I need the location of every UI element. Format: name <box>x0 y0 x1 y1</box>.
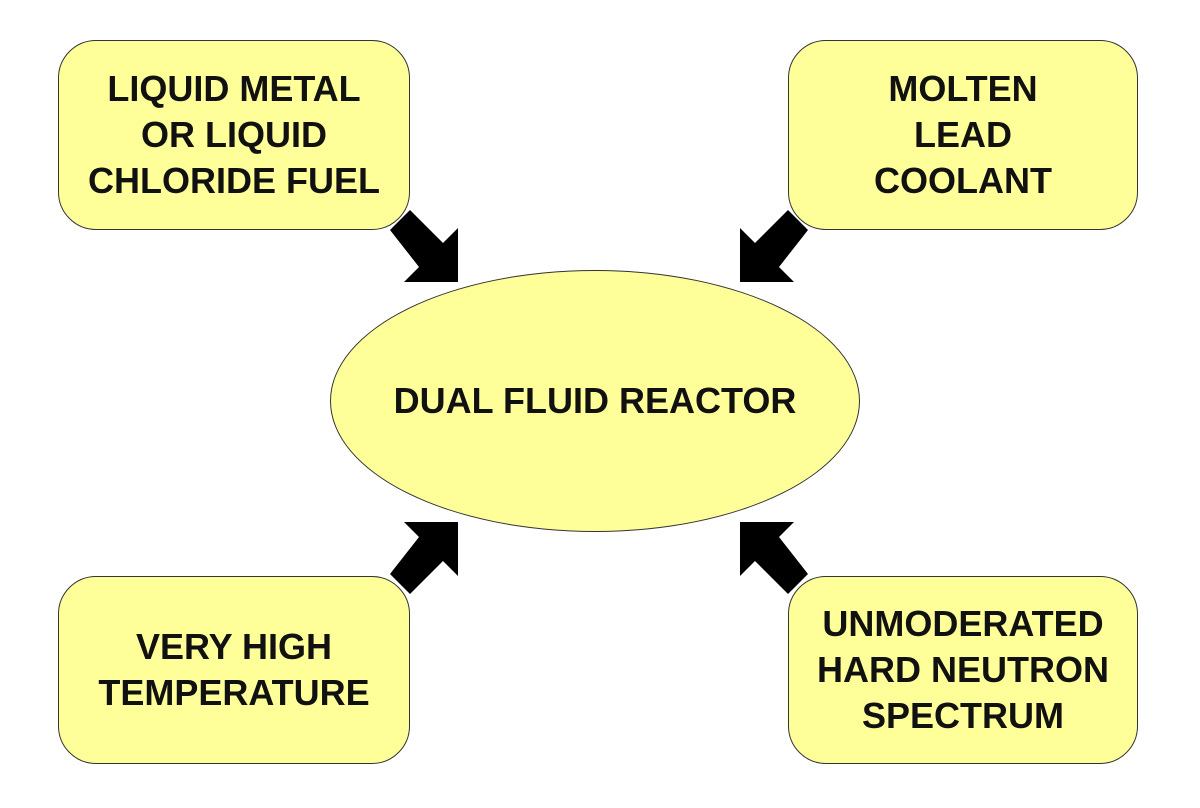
arrow-bottom-right <box>740 522 808 594</box>
arrow-top-right <box>740 210 808 282</box>
feature-box-lead-coolant: MOLTEN LEAD COOLANT <box>788 40 1138 230</box>
center-ellipse-reactor: DUAL FLUID REACTOR <box>330 270 860 532</box>
feature-box-liquid-fuel: LIQUID METAL OR LIQUID CHLORIDE FUEL <box>58 40 410 230</box>
arrow-top-left <box>390 210 458 282</box>
feature-box-neutron-spectrum: UNMODERATED HARD NEUTRON SPECTRUM <box>788 576 1138 764</box>
feature-box-high-temperature: VERY HIGH TEMPERATURE <box>58 576 410 764</box>
arrow-bottom-left <box>390 522 458 594</box>
center-label: DUAL FLUID REACTOR <box>393 380 797 421</box>
